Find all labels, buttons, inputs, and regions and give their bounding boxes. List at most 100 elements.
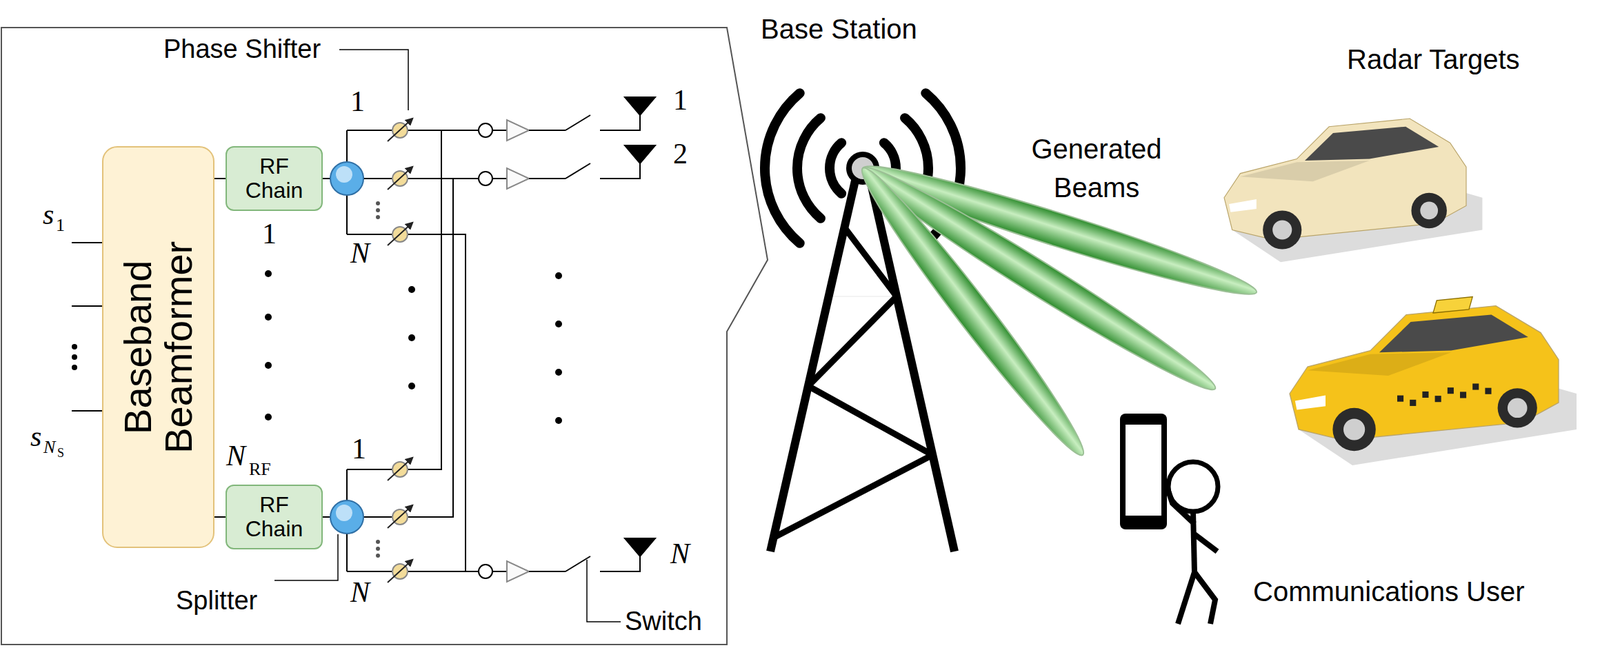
tower-leg	[770, 180, 856, 552]
checker	[1409, 400, 1416, 407]
ellipsis-dot	[555, 417, 563, 425]
leader-line	[586, 560, 621, 623]
car-body	[1224, 118, 1467, 240]
car	[1224, 118, 1483, 263]
checker	[1472, 383, 1479, 390]
leader-line	[339, 49, 409, 111]
antenna-number: N	[670, 539, 690, 569]
callout-label: Splitter	[175, 587, 258, 614]
phase-shifter-arrow	[387, 222, 413, 246]
wire	[408, 234, 479, 572]
antenna-number: 2	[673, 139, 688, 169]
zoom-panel	[1, 27, 768, 645]
leg	[1194, 572, 1216, 625]
rf-chain-box: RF Chain	[225, 146, 323, 212]
ellipsis-dot	[71, 344, 78, 350]
leg	[1177, 572, 1195, 625]
checker	[1484, 388, 1492, 395]
amplifier-symbol	[506, 120, 529, 141]
phase-shifter-arrow	[387, 118, 413, 142]
wheel	[1497, 388, 1538, 428]
switch-symbol	[565, 163, 591, 179]
ellipsis-dot	[408, 382, 416, 390]
wire	[408, 177, 479, 180]
signal-arc	[764, 93, 800, 244]
ellipsis-dot	[555, 368, 563, 376]
splitter-output	[346, 233, 392, 236]
ellipsis-dot	[375, 546, 380, 552]
block-label: RF Chain	[236, 493, 313, 542]
taxi-sign	[1433, 297, 1473, 314]
amplifier-symbol	[506, 168, 529, 189]
car-window	[1304, 126, 1439, 161]
signal-line	[214, 177, 226, 180]
baseband-box: Baseband Beamformer	[102, 146, 215, 549]
ellipsis-dot	[375, 540, 380, 545]
hubcap	[1507, 398, 1528, 419]
hubcap	[1343, 418, 1365, 440]
subscript: S	[57, 446, 65, 460]
ellipsis-dot	[408, 334, 416, 342]
signal-line	[214, 516, 226, 518]
wheel	[1411, 193, 1447, 229]
rf-chain-box: RF Chain	[225, 484, 323, 550]
combiner-symbol	[478, 123, 493, 138]
arm	[1165, 482, 1195, 525]
ellipsis-dot	[71, 364, 78, 371]
wire	[408, 130, 442, 470]
car-body	[1289, 306, 1559, 441]
tower-brace	[808, 386, 933, 456]
callout-label: Switch	[624, 608, 703, 635]
ellipsis-dot	[375, 208, 380, 213]
scene-label: Radar Targets	[1346, 45, 1520, 74]
wire	[408, 178, 454, 518]
taxi-car	[1289, 297, 1577, 466]
signal-arc	[829, 142, 842, 194]
phase-shifter-arrow	[387, 560, 413, 583]
signal-name: s	[42, 200, 54, 229]
antenna-symbol	[624, 145, 656, 164]
wire	[408, 129, 479, 132]
car-hood	[1240, 160, 1369, 182]
ellipsis-dot	[375, 215, 380, 220]
subscript: 1	[55, 216, 65, 235]
signal-name: s	[30, 422, 42, 452]
arm	[1194, 534, 1218, 552]
tower-brace	[773, 455, 934, 538]
ellipsis-dot	[264, 413, 272, 421]
ellipsis-dot	[555, 272, 563, 280]
phase-shifter-arrow	[387, 166, 413, 190]
input-line	[71, 305, 103, 307]
circuit	[71, 49, 656, 623]
switch-symbol	[565, 115, 591, 131]
subscript: N	[43, 438, 56, 457]
wire	[600, 162, 640, 179]
checker	[1435, 395, 1442, 403]
tower-brace	[844, 227, 897, 297]
wire	[600, 555, 640, 572]
wheel	[1262, 210, 1302, 249]
index-number: 1	[350, 86, 365, 116]
splitter-output	[346, 129, 392, 132]
index-number: 1	[262, 219, 277, 249]
ellipsis-dot	[408, 286, 416, 294]
wire	[528, 129, 566, 132]
amplifier-symbol	[506, 561, 529, 583]
hubcap	[1272, 220, 1292, 240]
ellipsis-dot	[375, 201, 380, 206]
splitter-symbol	[330, 162, 364, 196]
wire	[528, 571, 566, 573]
input-line	[71, 410, 103, 412]
ellipsis-dot	[375, 553, 380, 558]
phase-shifter-arrow	[387, 505, 413, 529]
signal-arc	[797, 117, 821, 219]
antenna-symbol	[624, 538, 656, 557]
scene-label: Generated Beams	[1013, 129, 1180, 207]
block-label: RF Chain	[236, 154, 313, 203]
index-number: N	[350, 577, 370, 607]
subscript: RF	[248, 460, 272, 479]
base-station	[764, 93, 961, 552]
scene-label: Communications User	[1253, 577, 1525, 606]
